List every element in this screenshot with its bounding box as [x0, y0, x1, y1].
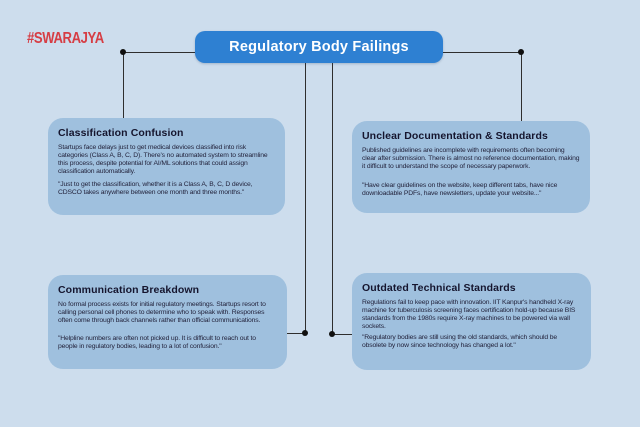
- diagram-title-label: Regulatory Body Failings: [229, 39, 409, 55]
- card-heading: Outdated Technical Standards: [362, 282, 516, 294]
- connector-line: [123, 52, 124, 118]
- connector-line: [521, 52, 522, 121]
- connector-line: [332, 63, 333, 334]
- card-body: Published guidelines are incomplete with…: [362, 147, 580, 170]
- connector-line: [305, 63, 306, 333]
- connector-line: [443, 52, 521, 53]
- card-quote: "Just to get the classification, whether…: [58, 181, 253, 196]
- junction-dot-icon: [518, 49, 524, 55]
- card-body: No formal process exists for initial reg…: [58, 301, 266, 324]
- diagram-title: Regulatory Body Failings: [195, 31, 443, 63]
- junction-dot-icon: [329, 331, 335, 337]
- card-classification-confusion: Classification Confusion Startups face d…: [48, 118, 285, 215]
- card-heading: Unclear Documentation & Standards: [362, 130, 548, 142]
- swarajya-logo: #SWARAJYA: [27, 30, 104, 47]
- connector-line: [287, 333, 305, 334]
- card-outdated-technical-standards: Outdated Technical Standards Regulations…: [352, 273, 591, 370]
- card-quote: "Have clear guidelines on the website, k…: [362, 182, 558, 197]
- card-body: Regulations fail to keep pace with innov…: [362, 299, 576, 330]
- connector-line: [123, 52, 195, 53]
- card-unclear-documentation-standards: Unclear Documentation & Standards Publis…: [352, 121, 590, 213]
- junction-dot-icon: [302, 330, 308, 336]
- connector-line: [332, 334, 352, 335]
- card-heading: Classification Confusion: [58, 127, 184, 139]
- junction-dot-icon: [120, 49, 126, 55]
- card-communication-breakdown: Communication Breakdown No formal proces…: [48, 275, 287, 369]
- card-quote: "Helpline numbers are often not picked u…: [58, 335, 256, 350]
- card-quote: "Regulatory bodies are still using the o…: [362, 334, 557, 349]
- card-heading: Communication Breakdown: [58, 284, 200, 296]
- card-body: Startups face delays just to get medical…: [58, 144, 268, 175]
